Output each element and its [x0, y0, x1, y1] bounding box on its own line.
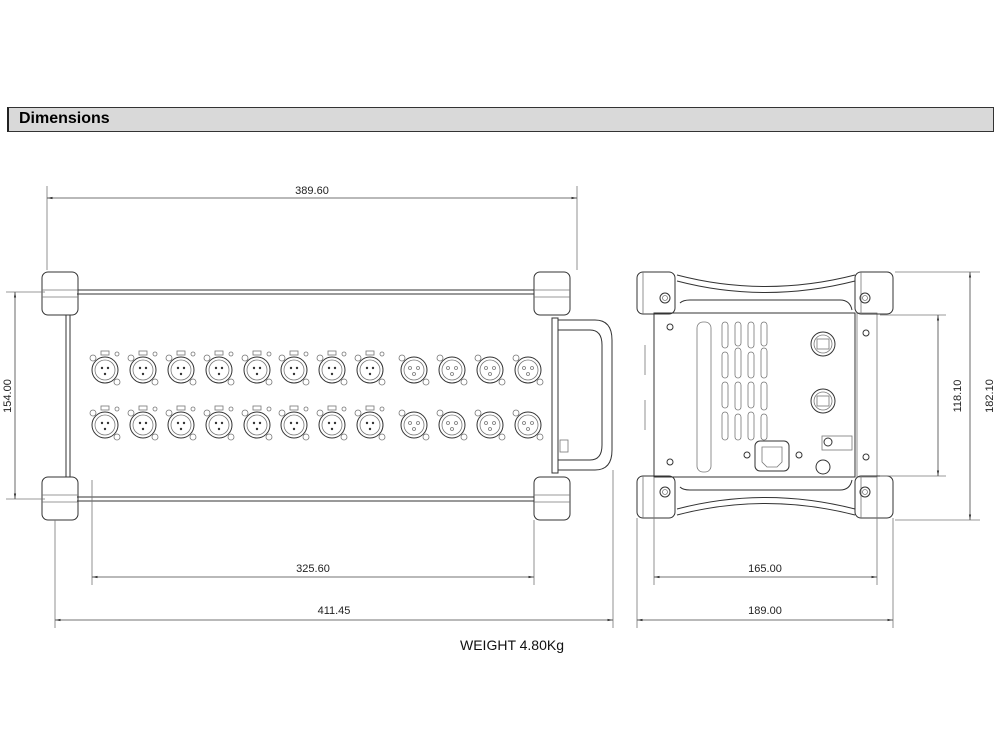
- xlr-female-input: [354, 405, 386, 441]
- vent-slot: [734, 381, 742, 411]
- xlr-male-output: [474, 354, 506, 386]
- vent-slot: [696, 321, 712, 473]
- vent-slot: [721, 381, 729, 409]
- vent-slot: [760, 413, 768, 441]
- corner-protector: [854, 475, 894, 519]
- corner-protector: [636, 271, 676, 315]
- xlr-male-output: [512, 354, 544, 386]
- xlr-male-output: [474, 409, 506, 441]
- vent-slot: [760, 321, 768, 347]
- dim-side-width-overall: 189.00: [748, 605, 782, 617]
- vent-slot: [721, 321, 729, 349]
- corner-protector: [533, 271, 571, 316]
- xlr-female-input: [203, 350, 235, 386]
- ethercon-port-2: [810, 388, 836, 414]
- xlr-male-output: [398, 409, 430, 441]
- xlr-female-input: [354, 350, 386, 386]
- dim-side-height-overall: 182.10: [984, 379, 996, 413]
- side-dimensions: 182.10 118.10 165.00 189.00: [636, 271, 996, 628]
- xlr-male-output: [398, 354, 430, 386]
- vent-slot: [760, 381, 768, 411]
- vent-slot: [734, 413, 742, 441]
- xlr-female-input: [241, 350, 273, 386]
- xlr-female-input: [89, 350, 121, 386]
- side-view: [636, 271, 894, 519]
- xlr-female-input: [127, 350, 159, 386]
- dim-front-height: 154.00: [2, 379, 14, 413]
- ethercon-port-1: [810, 331, 836, 357]
- vent-slot: [760, 347, 768, 379]
- xlr-female-input: [89, 405, 121, 441]
- dim-front-width-overall: 411.45: [318, 605, 351, 617]
- xlr-female-input: [203, 405, 235, 441]
- xlr-female-input: [165, 405, 197, 441]
- vent-slot: [734, 321, 742, 347]
- vent-slot: [747, 381, 755, 409]
- xlr-female-input: [278, 405, 310, 441]
- vent-slot: [721, 411, 729, 441]
- power-switch-icon: [815, 459, 831, 475]
- xlr-male-output: [512, 409, 544, 441]
- xlr-female-input: [127, 405, 159, 441]
- xlr-female-input: [241, 405, 273, 441]
- corner-protector: [854, 271, 894, 315]
- corner-protector: [41, 271, 79, 316]
- xlr-female-input: [316, 350, 348, 386]
- corner-protector: [533, 476, 571, 521]
- section-title: Dimensions: [19, 110, 110, 127]
- dim-front-width-inner: 325.60: [296, 563, 330, 575]
- vent-slot: [721, 351, 729, 379]
- power-inlet: [754, 440, 790, 472]
- xlr-male-output: [436, 409, 468, 441]
- dim-side-height-inner: 118.10: [952, 380, 964, 413]
- vent-slot: [747, 321, 755, 349]
- section-header: Dimensions: [7, 107, 994, 132]
- vent-slot: [734, 347, 742, 379]
- xlr-male-output: [436, 354, 468, 386]
- vent-slot: [747, 351, 755, 379]
- vent-slot: [747, 411, 755, 441]
- xlr-female-input: [165, 350, 197, 386]
- corner-protector: [636, 475, 676, 519]
- dim-front-width-top: 389.60: [295, 185, 329, 197]
- weight-label: WEIGHT 4.80Kg: [460, 637, 564, 653]
- front-dimensions: 389.60 154.00 325.60 411.45: [2, 185, 614, 628]
- corner-protector: [41, 476, 79, 521]
- xlr-female-input: [316, 405, 348, 441]
- xlr-female-input: [278, 350, 310, 386]
- dim-side-width-inner: 165.00: [748, 563, 782, 575]
- front-view: [41, 271, 613, 521]
